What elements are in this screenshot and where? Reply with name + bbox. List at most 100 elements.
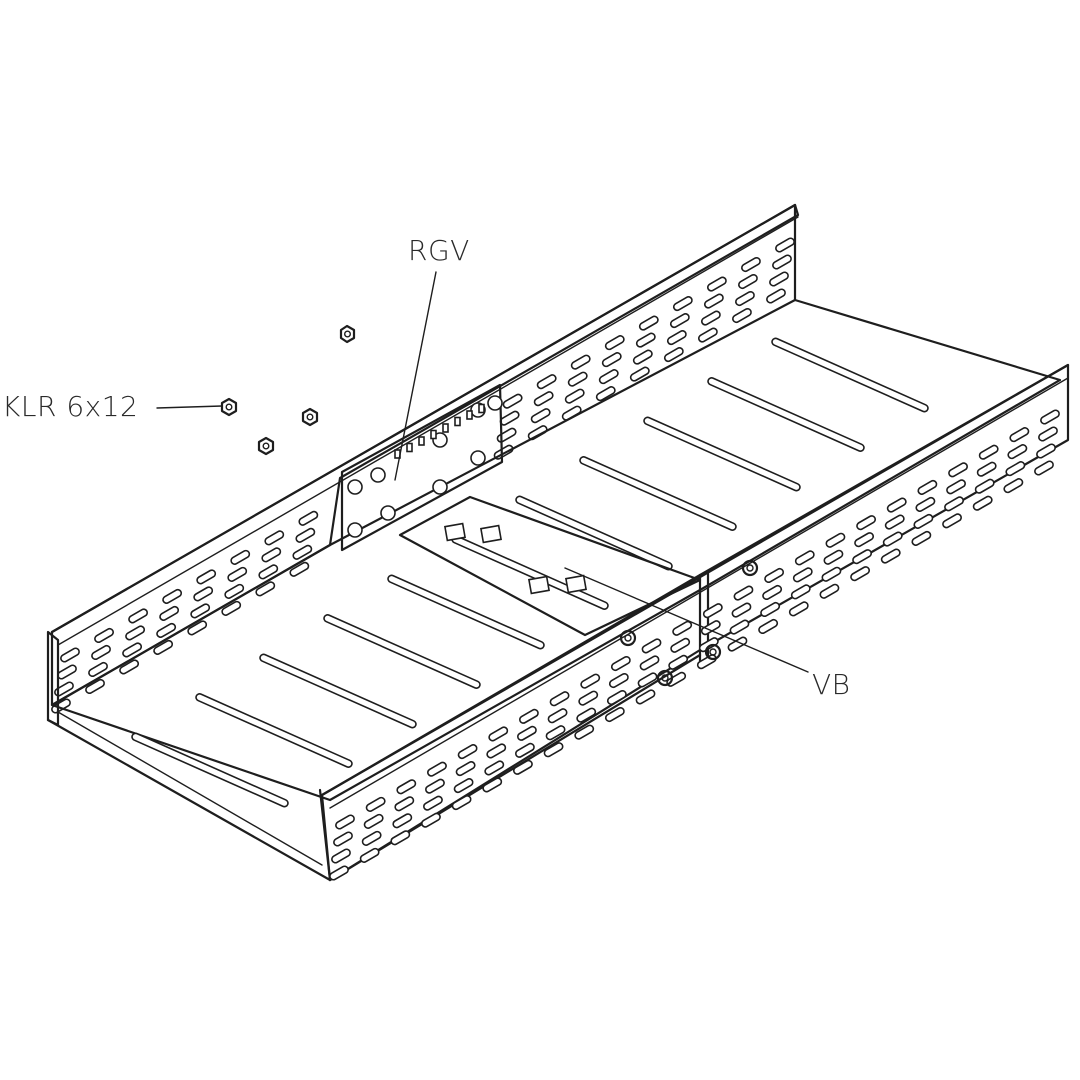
wall-slot [944,496,964,512]
plate-hole [347,479,363,495]
wall-slot [427,761,447,777]
wall-slot [856,515,877,531]
bolt-icon [619,629,637,647]
wall-slot [255,581,276,597]
wall-slot [91,644,111,661]
plate-hole [347,522,363,538]
wall-slot [595,386,616,402]
wall-slot [886,497,907,513]
floor-slot [451,535,609,610]
wall-slot [514,742,535,758]
vb-connector-plate [398,495,702,637]
wall-slot [948,462,968,478]
wall-slot [423,795,443,811]
plate-square-hole [406,442,413,453]
wall-slot [775,237,795,253]
wall-slot [670,637,691,653]
wall-slot [1038,426,1058,442]
wall-slot [230,549,251,565]
wall-slot [610,655,631,672]
wall-slot [733,585,754,601]
wall-slot [884,514,905,530]
wall-slot [488,726,509,742]
wall-slot [516,725,537,741]
plate-square-hole [442,423,449,433]
wall-slot [224,583,245,599]
wall-slot [549,691,570,707]
leader-lines [156,271,809,673]
wall-slot [94,627,114,644]
wall-slot [978,444,999,460]
rgv-connector-plate [340,383,504,552]
plate-square-hole [466,410,473,420]
wall-slot [706,276,727,292]
front-wall-slot-pattern [329,409,1060,881]
wall-slot [854,532,875,548]
wall-slot [1005,461,1026,477]
wall-slot [766,288,786,304]
wall-slot [635,689,656,705]
wall-slot [639,655,660,671]
wall-slot [390,830,411,846]
wall-slot [911,530,932,546]
wall-slot [604,335,625,351]
wall-slot [729,619,750,635]
front-wall-bolts [619,559,759,687]
plate-square-hole [430,429,437,440]
floor-slot [387,574,545,650]
wall-slot [672,296,693,312]
wall-slot [850,566,871,582]
wall-slot [738,273,758,290]
wall-slot [741,256,761,273]
wall-slot [298,510,319,526]
wall-slot [698,637,719,653]
wall-slot [57,664,77,680]
floor-slot [323,614,481,689]
wall-slot [119,659,140,675]
wall-slot [576,707,597,723]
wall-slot [663,347,684,363]
floor-slot [707,377,865,452]
wall-slot [758,618,779,635]
wall-slot [499,410,520,426]
nut-icon [339,324,356,344]
wall-slot [574,724,595,740]
wall-slot [363,813,384,829]
nut-icon [301,407,319,427]
wall-slot [486,743,507,759]
wall-slot [580,673,601,689]
wall-slot [668,654,689,670]
wall-slot [1034,460,1054,476]
plate-hole [470,450,486,466]
wall-slot [794,550,815,566]
floor-slot [643,416,801,492]
wall-slot [762,584,783,601]
wall-slot [942,513,962,529]
wall-slot [482,777,503,793]
wall-slot [331,848,351,864]
wall-slot [564,388,585,404]
wall-slot [392,813,413,829]
wall-slot [162,588,183,604]
wall-slot [821,566,842,582]
wall-slot [637,672,658,688]
wall-slot [567,371,588,387]
nut-icon [220,397,238,417]
wall-slot [455,761,476,777]
wall-slot [227,566,248,582]
wall-slot [697,327,718,343]
wall-slot [972,495,993,511]
wall-slot [946,479,966,495]
bolt-icon [704,643,722,661]
wall-slot [159,605,180,621]
wall-slot [635,332,656,348]
wall-slot [735,290,755,307]
wall-slot [666,330,687,346]
wall-slot [451,795,472,811]
floor-slot [771,337,929,413]
wall-slot [604,706,625,723]
wall-slot [641,638,662,654]
wall-slot [193,586,214,602]
